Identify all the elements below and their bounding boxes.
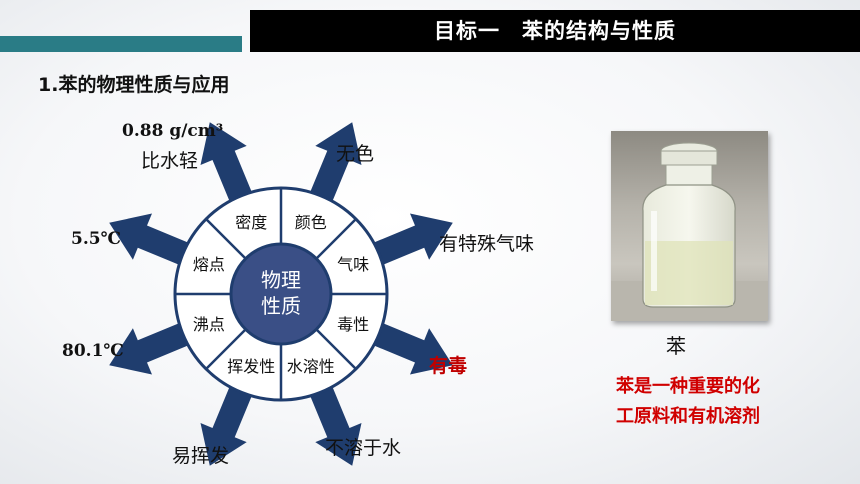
header-bar xyxy=(250,10,860,52)
header-banner: 目标一 苯的结构与性质 xyxy=(0,0,860,60)
bottle-image xyxy=(611,142,768,321)
melting-arrow xyxy=(109,213,201,270)
density-arrow xyxy=(200,122,257,214)
density-value: 0.88 g/cm³ xyxy=(122,121,224,141)
usage-note-line1: 苯是一种重要的化 xyxy=(616,376,760,397)
density-desc: 比水轻 xyxy=(141,150,199,172)
wheel-divider xyxy=(205,218,247,260)
solubility-value: 不溶于水 xyxy=(325,437,402,459)
center-label-line1: 物理 xyxy=(261,268,301,292)
volatility-arrow xyxy=(200,374,257,466)
odor-arrow xyxy=(361,213,453,270)
wheel-divider xyxy=(315,328,357,370)
segment-label-boiling: 沸点 xyxy=(193,315,225,334)
volatility-value: 易挥发 xyxy=(172,445,230,467)
usage-note-line2: 工原料和有机溶剂 xyxy=(616,406,760,427)
wheel-center xyxy=(229,242,333,346)
toxicity-arrow xyxy=(361,318,453,375)
photo-caption: 苯 xyxy=(666,334,686,358)
wheel-divider xyxy=(205,328,247,370)
arrow-group xyxy=(109,122,453,466)
solubility-arrow xyxy=(305,374,362,466)
segment-label-color: 颜色 xyxy=(295,213,327,232)
color-arrow xyxy=(305,122,362,214)
segment-label-toxicity: 毒性 xyxy=(337,315,369,334)
page-title: 目标一 苯的结构与性质 xyxy=(434,19,676,43)
color-value: 无色 xyxy=(336,143,375,165)
toxicity-value: 有毒 xyxy=(429,355,468,377)
odor-value: 有特殊气味 xyxy=(439,233,535,255)
segment-label-volatility: 挥发性 xyxy=(227,357,275,376)
segment-label-solubility: 水溶性 xyxy=(287,357,335,376)
center-label-line2: 性质 xyxy=(261,294,301,318)
segment-label-melting: 熔点 xyxy=(193,255,225,274)
wheel-dividers xyxy=(175,188,387,400)
usage-note: 苯是一种重要的化 工原料和有机溶剂 xyxy=(588,372,788,432)
section-title: 1.苯的物理性质与应用 xyxy=(38,74,230,96)
segment-label-odor: 气味 xyxy=(337,255,369,274)
boiling-point-value: 80.1℃ xyxy=(62,341,124,361)
benzene-bottle-photo xyxy=(611,131,768,321)
melting-point-value: 5.5℃ xyxy=(71,229,121,249)
wheel-divider xyxy=(315,218,357,260)
boiling-arrow xyxy=(109,318,201,375)
header-accent-strip xyxy=(0,36,242,52)
segment-label-density: 密度 xyxy=(235,213,267,232)
